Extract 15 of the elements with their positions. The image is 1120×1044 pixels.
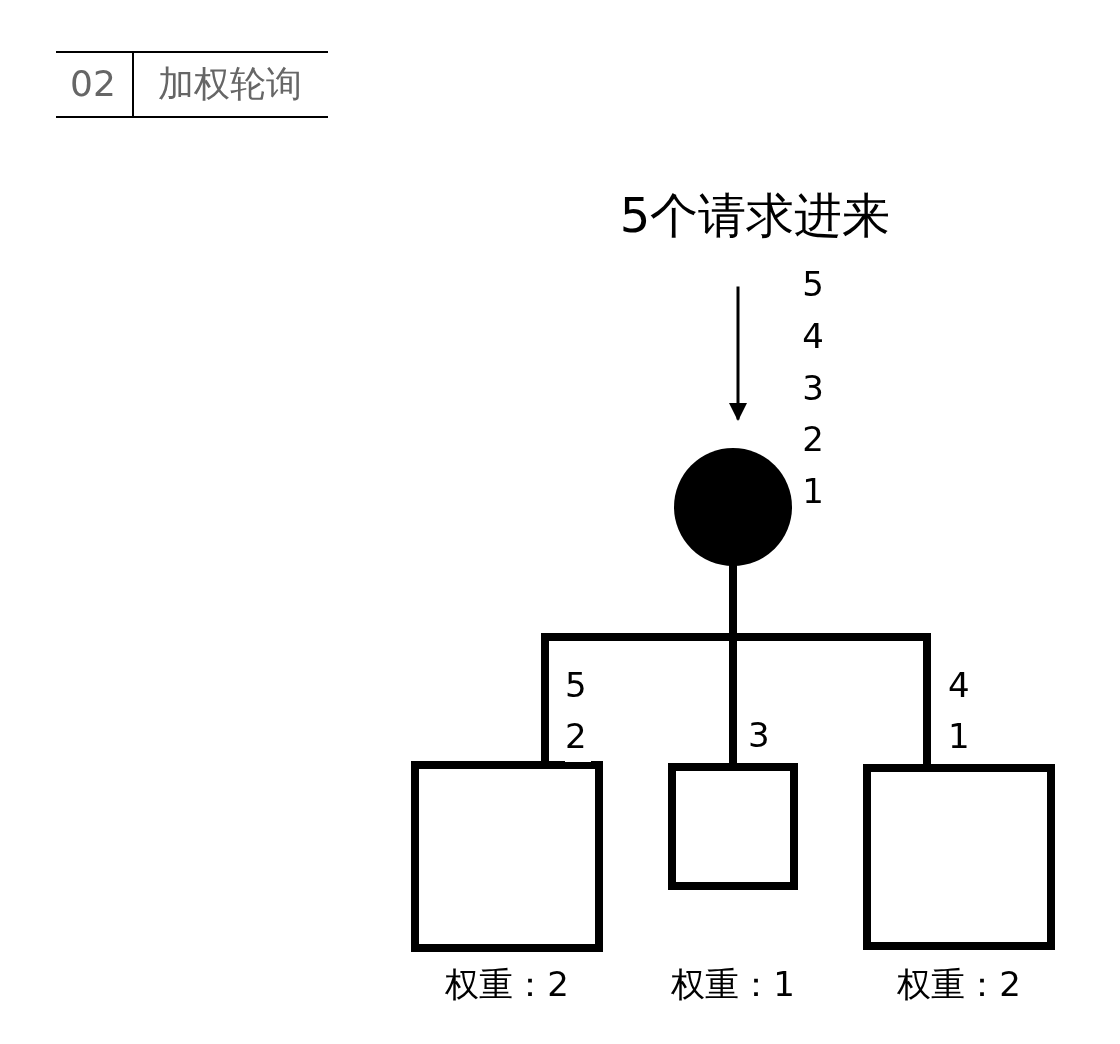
request-number: 3 (801, 367, 825, 410)
server-box (863, 764, 1055, 950)
header-title: 加权轮询 (157, 62, 303, 106)
heading-text: 5个请求进来 (590, 180, 920, 250)
request-number: 4 (801, 315, 825, 358)
weight-label: 权重：2 (896, 963, 1022, 1006)
weight-label: 权重：2 (444, 963, 570, 1006)
request-number: 5 (801, 263, 825, 306)
header-number: 02 (69, 62, 117, 106)
request-number: 2 (801, 418, 825, 461)
request-number: 1 (801, 470, 825, 513)
server-box (668, 763, 798, 890)
weight-label: 权重：1 (670, 963, 796, 1006)
server-box (411, 761, 603, 952)
arrow (729, 286, 747, 421)
